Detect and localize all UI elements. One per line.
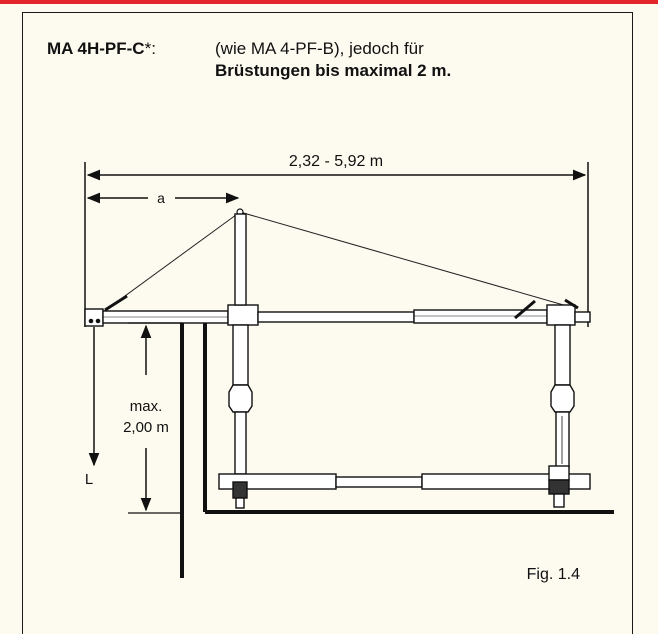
description-line-1: (wie MA 4-PF-B), jedoch für bbox=[215, 39, 424, 58]
figure-frame bbox=[22, 12, 633, 634]
description-line-2: Brüstungen bis maximal 2 m. bbox=[215, 61, 452, 80]
figure-caption: Fig. 1.4 bbox=[526, 566, 580, 583]
parapet-wall bbox=[180, 323, 614, 578]
l-rope: L bbox=[85, 327, 100, 488]
a-label: a bbox=[157, 190, 165, 206]
top-red-rule bbox=[0, 0, 658, 4]
l-label: L bbox=[85, 471, 93, 488]
lower-beam bbox=[218, 465, 591, 509]
upper-beam bbox=[84, 294, 591, 327]
left-mast bbox=[228, 213, 253, 475]
a-dimension: a bbox=[86, 190, 240, 206]
right-mast bbox=[550, 324, 575, 469]
model-code: MA 4H-PF-C*: bbox=[47, 39, 156, 58]
width-dimension: 2,32 - 5,92 m bbox=[84, 153, 589, 327]
height-dimension: max. 2,00 m bbox=[123, 322, 182, 514]
suspension-ropes bbox=[102, 211, 568, 313]
width-label: 2,32 - 5,92 m bbox=[289, 153, 383, 170]
height-label-line2: 2,00 m bbox=[123, 419, 169, 436]
height-label-line1: max. bbox=[130, 398, 163, 415]
